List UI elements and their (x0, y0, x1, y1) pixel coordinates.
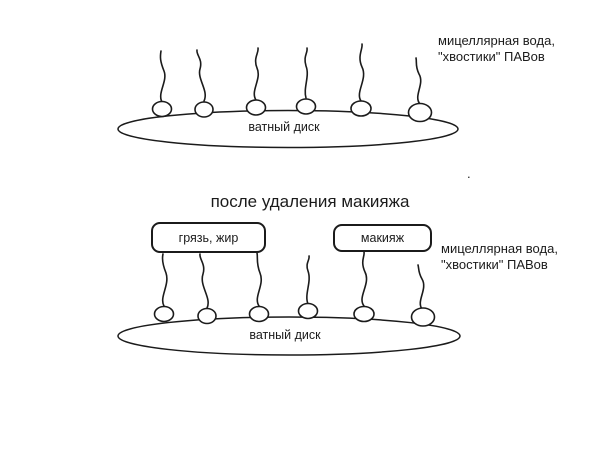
micellar-water-caption-top: мицеллярная вода, "хвостики" ПАВов (438, 33, 555, 64)
surfactant-tail (161, 253, 168, 307)
surfactant-head (151, 100, 173, 118)
micellar-water-caption-bottom: мицеллярная вода, "хвостики" ПАВов (441, 241, 558, 272)
surfactant-head (295, 98, 317, 115)
surfactant-tail (159, 50, 166, 103)
surfactant-tail (415, 57, 422, 105)
surfactant-head (194, 101, 214, 118)
surfactant-head (410, 307, 436, 327)
cotton-disc-shape (117, 316, 461, 356)
bottom-diagram-shapes (117, 251, 461, 356)
dirt-grease-box-label: грязь, жир (178, 230, 239, 245)
makeup-box-label: макияж (360, 231, 405, 245)
surfactant-head (248, 305, 270, 323)
surfactant-tail (253, 47, 259, 101)
surfactant-tail (304, 47, 309, 99)
dirt-grease-box: грязь, жир (151, 222, 266, 253)
surfactant-head (245, 99, 267, 116)
surfactant-head (407, 102, 433, 123)
surfactant-tail (199, 253, 209, 309)
caption-line: "хвостики" ПАВов (441, 256, 548, 272)
surfactant-tail (256, 252, 262, 307)
section-title: после удаления макияжа (210, 192, 410, 211)
caption-line: мицеллярная вода, (438, 33, 555, 48)
caption-line: "хвостики" ПАВов (438, 48, 545, 64)
surfactant-tail (417, 264, 425, 310)
surfactant-tail (196, 49, 206, 102)
surfactant-tail (361, 251, 368, 307)
surfactant-head (297, 302, 319, 320)
cotton-disc-label-bottom: ватный диск (249, 328, 321, 342)
stray-dot: . (467, 166, 471, 181)
surfactant-head (153, 305, 175, 323)
makeup-box: макияж (333, 224, 432, 252)
surfactant-head (353, 305, 375, 323)
surfactant-tail (358, 43, 365, 102)
surfactant-head (197, 307, 217, 325)
caption-line: мицеллярная вода, (441, 241, 558, 256)
top-diagram-shapes (117, 43, 459, 149)
cotton-disc-label-top: ватный диск (248, 120, 320, 134)
surfactant-head (350, 100, 372, 117)
cotton-disc-shape (117, 109, 459, 149)
surfactant-tail (306, 255, 310, 305)
